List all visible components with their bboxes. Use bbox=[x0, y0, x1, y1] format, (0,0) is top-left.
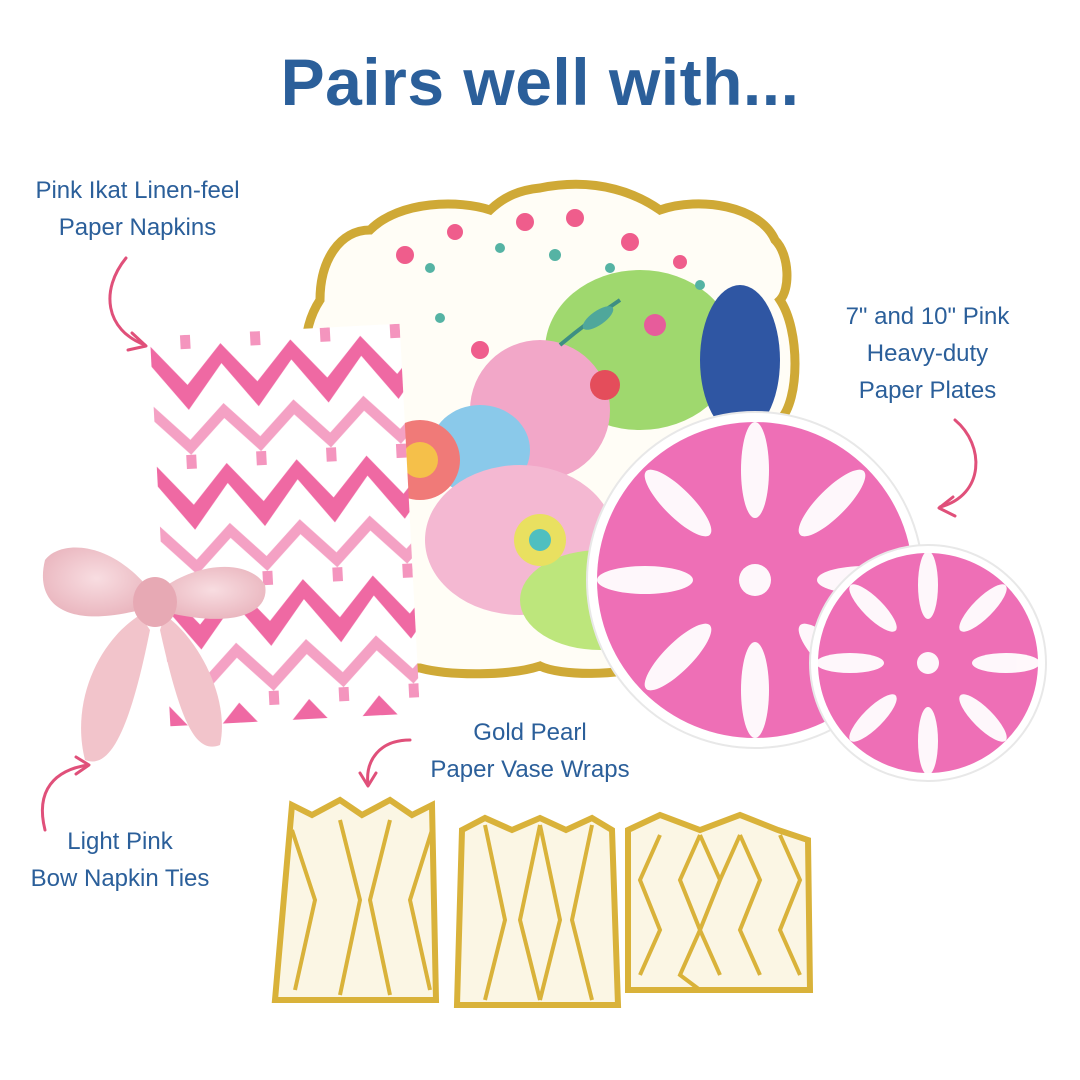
napkins-label: Pink Ikat Linen-feel Paper Napkins bbox=[20, 172, 255, 246]
plates-label-line3: Paper Plates bbox=[858, 377, 997, 404]
napkins-label-line1: Pink Ikat Linen-feel bbox=[35, 177, 240, 204]
vase-wraps-label-line2: Paper Vase Wraps bbox=[430, 756, 630, 783]
napkin-ties-label-line1: Light Pink bbox=[67, 828, 173, 855]
napkins-arrow bbox=[108, 256, 148, 352]
light-pink-bow bbox=[42, 547, 266, 762]
gold-vase-wraps bbox=[271, 796, 814, 1008]
plates-label-line1: 7" and 10" Pink bbox=[845, 303, 1010, 330]
pink-ikat-napkins bbox=[149, 323, 421, 727]
plates-label: 7" and 10" Pink Heavy-duty Paper Plates bbox=[820, 298, 1035, 409]
plates-label-line2: Heavy-duty bbox=[866, 340, 989, 367]
napkins-label-line2: Paper Napkins bbox=[58, 214, 217, 241]
napkin-ties-label-line2: Bow Napkin Ties bbox=[30, 865, 210, 892]
napkin-ties-label: Light Pink Bow Napkin Ties bbox=[15, 823, 225, 897]
napkin-ties-arrow bbox=[40, 755, 91, 832]
vase-wraps-label-line1: Gold Pearl bbox=[473, 719, 587, 746]
page-title: Pairs well with... bbox=[280, 45, 800, 119]
pink-paper-plates bbox=[586, 411, 1047, 782]
plates-arrow bbox=[937, 418, 978, 518]
vase-wraps-label: Gold Pearl Paper Vase Wraps bbox=[415, 714, 645, 788]
vase-wraps-arrow bbox=[358, 738, 412, 788]
